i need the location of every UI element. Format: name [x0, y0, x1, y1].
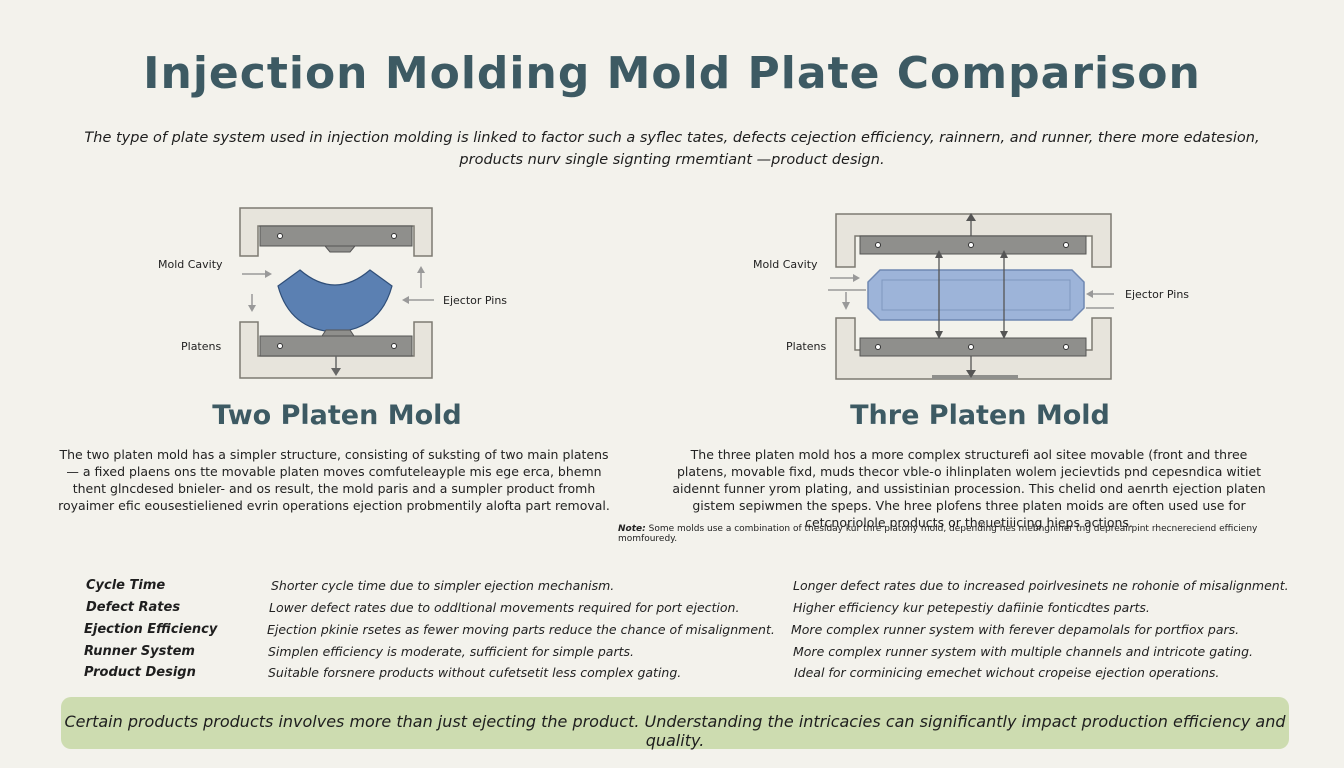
row-label: Product Design: [84, 665, 196, 680]
row-label: Cycle Time: [86, 578, 166, 593]
two-molded-part: [277, 269, 393, 333]
two-platen-description: The two platen mold has a simpler struct…: [58, 447, 610, 513]
row-three-platen: More complex runner system with multiple…: [793, 644, 1254, 659]
intro-text: The type of plate system used in injecti…: [84, 130, 1260, 168]
note: Note: Some molds use a combination of th…: [618, 524, 1318, 544]
row-label: Runner System: [84, 644, 195, 659]
three-top-platen: [835, 213, 1112, 268]
row-two-platen: Suitable forsnere products without cufet…: [268, 665, 682, 680]
row-three-platen: Higher efficiency kur petepestiy dafiini…: [793, 600, 1150, 615]
three-bottom-platen: [835, 317, 1112, 380]
row-two-platen: Ejection pkinie rsetes as fewer moving p…: [267, 622, 775, 637]
two-label-platens: Platens: [181, 340, 222, 353]
three-label-cavity: Mold Cavity: [753, 258, 818, 271]
row-two-platen: Shorter cycle time due to simpler ejecti…: [271, 578, 615, 593]
summary-banner: Certain products products involves more …: [61, 697, 1289, 750]
row-label: Ejection Efficiency: [84, 622, 218, 637]
row-two-platen: Lower defect rates due to oddltional mov…: [269, 600, 740, 615]
two-platen-heading: Two Platen Mold: [212, 400, 462, 431]
note-text: Some molds use a combination of theslday…: [618, 524, 1258, 544]
row-three-platen: Longer defect rates due to increased poi…: [793, 578, 1289, 593]
row-two-platen: Simplen efficiency is moderate, sufficie…: [268, 644, 634, 659]
two-label-ejector: Ejector Pins: [443, 294, 508, 307]
three-platen-description: The three platen mold hos a more complex…: [672, 447, 1266, 530]
two-platen-diagram: [239, 207, 434, 379]
three-platen-diagram: [828, 213, 1114, 380]
row-three-platen: Ideal for corminicing emechet wichout cr…: [794, 665, 1220, 680]
two-bottom-platen: [239, 321, 433, 379]
three-cavity-plate: [867, 269, 1085, 321]
summary-banner-text: Certain products products involves more …: [64, 712, 1286, 750]
row-label: Defect Rates: [86, 600, 181, 615]
three-platen-heading: Thre Platen Mold: [850, 400, 1110, 431]
three-label-platens: Platens: [786, 340, 827, 353]
two-top-platen: [239, 207, 433, 257]
two-label-cavity: Mold Cavity: [158, 258, 223, 271]
note-label: Note:: [618, 524, 646, 534]
row-three-platen: More complex runner system with ferever …: [791, 622, 1240, 637]
page-title: Injection Molding Mold Plate Comparison: [143, 48, 1201, 99]
three-label-ejector: Ejector Pins: [1125, 288, 1190, 301]
